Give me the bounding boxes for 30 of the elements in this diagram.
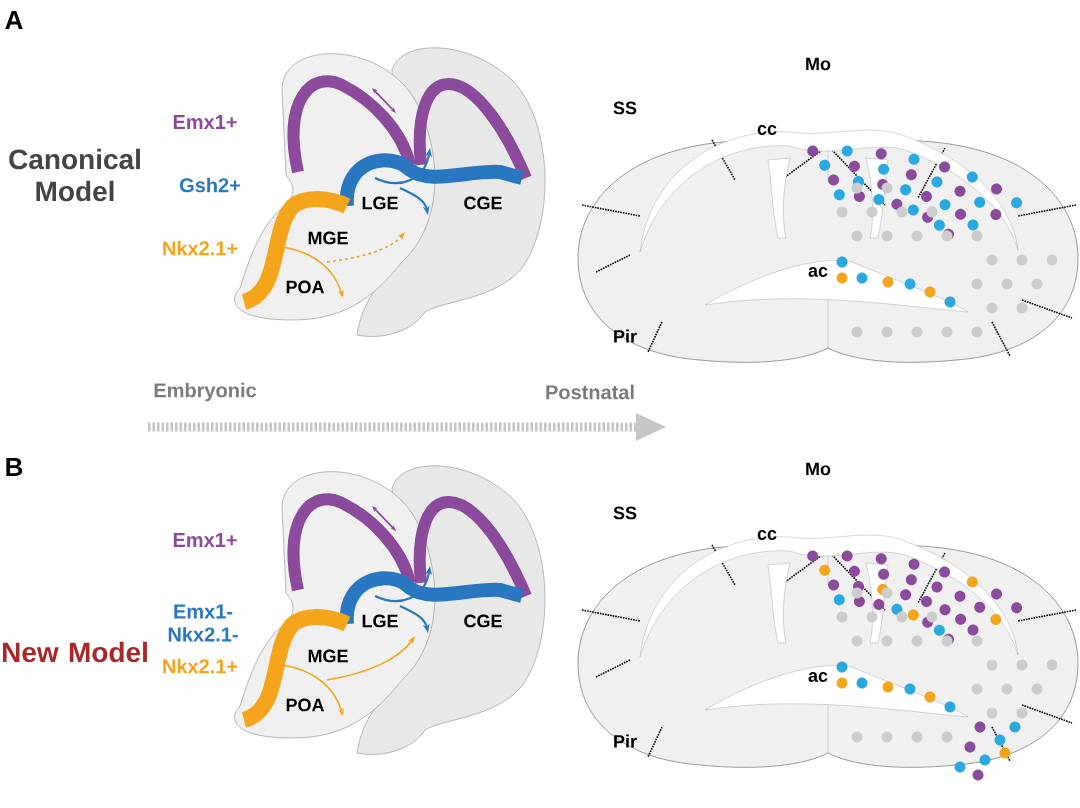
region-label: Mo (806, 57, 831, 71)
model-title: New Model (3, 641, 147, 663)
region-label: CGE (464, 196, 502, 210)
model-title: Canonical Model (9, 148, 140, 202)
region-label: POA (286, 280, 325, 294)
region-label: Pir (614, 734, 637, 748)
panel-letter: A (5, 11, 23, 29)
marker-label: Emx1- Nkx2.1- (168, 604, 238, 642)
region-label: POA (286, 698, 325, 712)
region-label: cc (757, 125, 777, 135)
panel-letter: B (6, 458, 23, 476)
region-label: Mo (806, 462, 831, 476)
marker-label: Nkx2.1+ (163, 240, 238, 256)
region-label: MGE (308, 231, 348, 245)
timeline-label: Embryonic (154, 382, 257, 402)
region-label: MGE (308, 649, 348, 663)
marker-label: Emx1+ (173, 533, 237, 547)
region-label: CGE (464, 614, 502, 628)
region-label: cc (757, 530, 777, 540)
region-label: LGE (362, 614, 398, 628)
marker-label: Gsh2+ (179, 177, 241, 193)
timeline-label: Postnatal (546, 384, 634, 400)
region-label: LGE (362, 196, 398, 210)
region-label: Pir (614, 329, 637, 343)
region-label: SS (613, 101, 637, 115)
region-label: ac (808, 267, 828, 277)
region-label: ac (808, 672, 828, 682)
marker-label: Emx1+ (173, 115, 237, 129)
marker-label: Nkx2.1+ (163, 658, 238, 674)
region-label: SS (613, 506, 637, 520)
